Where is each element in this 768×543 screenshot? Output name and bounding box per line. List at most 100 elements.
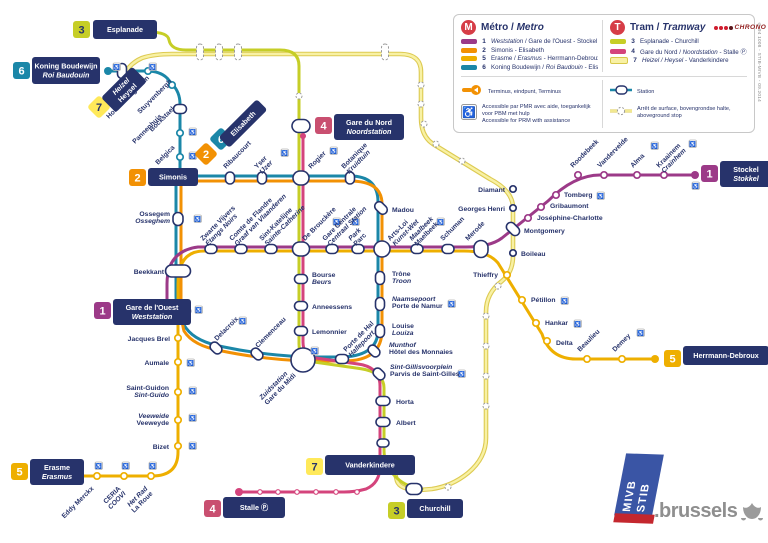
station-dot [523,213,533,223]
wheelchair-icon [332,217,341,226]
surface-stop [420,120,428,128]
line-badge-number: 5 [669,354,675,366]
line-badge [195,143,217,165]
tram-stop [313,489,319,495]
station-marker [344,171,356,185]
legend-line-number: 7 [633,57,637,64]
station-label: Beaulieu [576,328,601,353]
line-badge-number: 3 [393,506,399,518]
station-marker [234,243,248,255]
wheelchair-glyph: ♿ [651,142,658,150]
surface-stop [444,483,452,491]
wheelchair-glyph: ♿ [458,370,465,378]
wheelchair-glyph: ♿ [122,462,129,470]
legend-line-route: Erasme / Erasmus - Herrmann-Debroux [491,55,598,62]
station-dot [173,441,183,451]
line-badge-number: 5 [16,467,22,479]
wheelchair-glyph: ♿ [311,347,318,355]
line-badge [315,117,332,134]
station-label: Pannenhuis [131,113,163,145]
terminus-label-box [32,57,100,84]
station-dot [167,80,177,90]
station-dot [508,203,518,213]
line-m1 [165,173,696,313]
station-dot [119,471,129,481]
terminus-label-box [683,346,768,365]
wheelchair-icon [691,181,700,190]
surface-stop [417,81,425,89]
station-marker [290,347,316,373]
station-label: Boileau [521,251,546,258]
legend-line-route: Esplanade - Churchill [640,38,699,45]
station-label: Het RadLa Roue [125,485,155,515]
terminus-dot [104,67,112,75]
line-badge-number: 1 [706,169,712,181]
station-dot [617,354,627,364]
station-marker [172,211,184,227]
surface-stop-oval [215,43,223,61]
station-dot [531,318,541,328]
station-marker [292,170,310,186]
station-label: Gribaumont [550,203,589,210]
tram-stop [294,489,300,495]
station-marker [293,325,309,337]
station-dot [551,190,561,200]
tram-icon: T [610,20,625,35]
wheelchair-glyph: ♿ [333,218,340,226]
legend-line-number: 6 [482,63,486,71]
wheelchair-icon [280,148,289,157]
line-badge-number: 7 [96,102,102,114]
legend-metro-title: Métro / Metro [481,22,544,33]
station-label: Horta [396,399,414,406]
station-marker [209,341,223,355]
station-dot [173,415,183,425]
terminus-label-box [148,168,198,186]
wheelchair-glyph: ♿ [692,182,699,190]
terminus-label-box [93,20,157,39]
line-badge [94,302,111,319]
tram-stop [257,489,263,495]
terminus-label-box [407,499,463,518]
wheelchair-icon [636,328,645,337]
station-marker [372,367,386,381]
surface-stop [295,92,303,100]
station-marker [376,438,390,448]
terminus-dot [300,133,306,139]
surface-stop [417,100,425,108]
line-badge [129,169,146,186]
wheelchair-glyph: ♿ [189,442,196,450]
legend-divider [461,76,747,77]
station-dot [508,184,518,194]
svg-text:♿: ♿ [462,106,476,119]
surface-stop [482,342,490,350]
line-color-swatch [610,39,626,44]
wheelchair-glyph: ♿ [597,192,604,200]
line-t4 [238,132,382,494]
station-dot [175,152,185,162]
surface-stop-legend-icon [610,106,632,116]
surface-stop [482,402,490,410]
station-dot [508,248,518,258]
wheelchair-glyph: ♿ [437,218,444,226]
terminus-label-text: Stalle Ⓟ [240,503,269,512]
legend-line-number: 5 [482,55,486,62]
surface-stop [482,312,490,320]
station-label: YserIJzer [253,154,274,175]
station-label: Bizet [153,444,170,451]
wheelchair-icon [329,146,338,155]
wheelchair-icon [650,141,659,150]
station-dot [542,336,552,346]
legend-symbol-surface: Arrêt de surface, bovengrondse halte, ab… [610,104,747,122]
